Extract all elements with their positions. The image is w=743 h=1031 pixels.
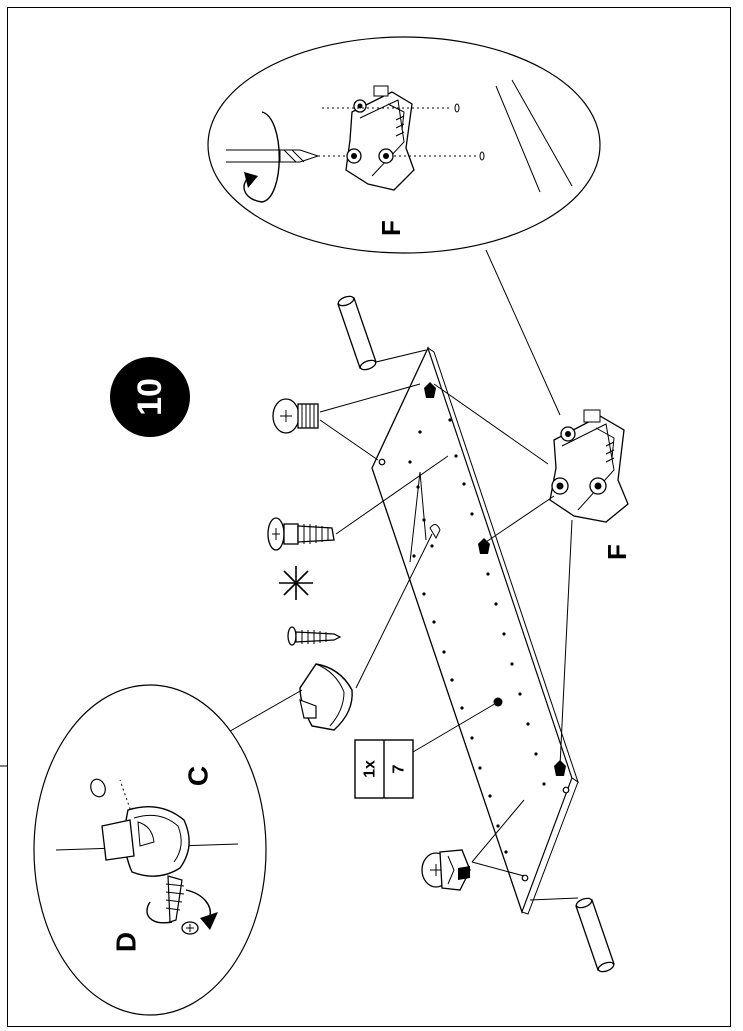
- shelf-clip-icon: [101, 806, 190, 877]
- confirmat-screw-icon: [267, 517, 335, 551]
- wood-screw-icon: [287, 626, 342, 646]
- main-panel: [371, 346, 579, 915]
- label-bracket: F: [602, 544, 632, 560]
- rotate-arrow-icon: [243, 111, 280, 203]
- step-badge: 10: [110, 357, 190, 437]
- quantity-box: 1x 7: [354, 739, 414, 799]
- label-detail-top: F: [376, 220, 406, 236]
- wooden-dowel-icon: [337, 295, 377, 371]
- hinge-bracket-icon: [345, 85, 415, 191]
- detail-ellipse-top: F: [207, 36, 601, 254]
- wood-screw-icon: [165, 875, 199, 935]
- rotate-arrow-icon: [146, 889, 218, 930]
- drill-bit-icon: [226, 149, 345, 163]
- wooden-dowel-icon: [575, 897, 615, 973]
- label-detail-d: D: [111, 932, 142, 952]
- hinge-bracket-icon: [549, 409, 629, 523]
- asterisk-icon: [279, 566, 313, 600]
- detail-ellipse-left: C D: [33, 684, 267, 1016]
- cam-lock-icon: [421, 849, 471, 891]
- quantity-count: 1x: [362, 760, 379, 778]
- shelf-clip-icon: [299, 663, 353, 731]
- quantity-part-number: 7: [391, 764, 408, 773]
- step-number: 10: [131, 378, 169, 416]
- label-detail-c: C: [183, 766, 214, 786]
- page-border: [7, 7, 731, 1027]
- cam-bolt-icon: [272, 398, 319, 434]
